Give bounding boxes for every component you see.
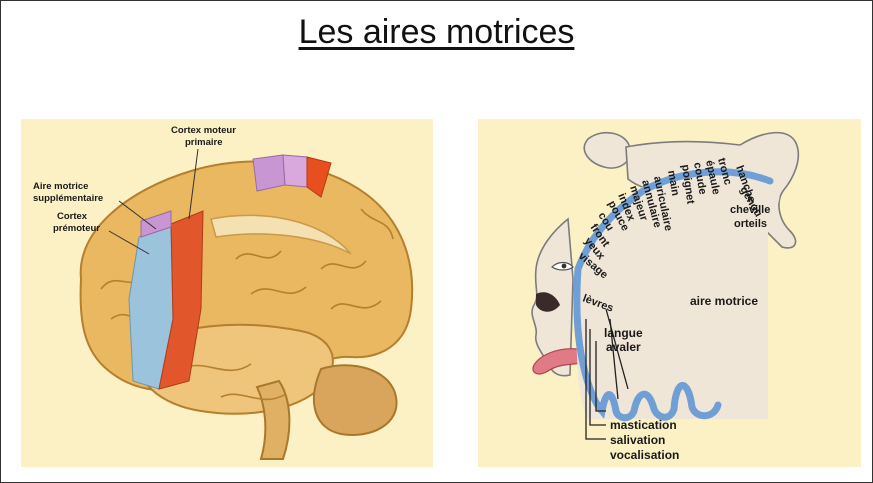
- brain-illustration: Cortex moteur primaire Aire motrice supp…: [21, 119, 433, 467]
- function-mastication: mastication: [610, 418, 677, 432]
- brain-stem: [257, 381, 289, 459]
- label-orteils: orteils: [734, 218, 767, 230]
- region-label: aire motrice: [690, 294, 758, 308]
- homunculus-svg: hanche tronc épaule coude poignet main g…: [478, 119, 861, 467]
- sma-label-1: Aire motrice: [33, 181, 88, 192]
- tongue-label-1: langue: [604, 326, 643, 340]
- supplementary-motor-area-top: [253, 155, 285, 191]
- brain-svg: Cortex moteur primaire Aire motrice supp…: [21, 119, 433, 467]
- homunculus-diagram: hanche tronc épaule coude poignet main g…: [478, 119, 861, 467]
- premotor-label-2: prémoteur: [53, 223, 100, 234]
- label-cheville: cheville: [730, 204, 770, 216]
- supplementary-motor-area-top-2: [283, 155, 307, 187]
- cerebellum: [314, 365, 397, 435]
- premotor-label-1: Cortex: [57, 211, 88, 222]
- slide-title: Les aires motrices: [1, 13, 872, 52]
- primary-motor-label-2: primaire: [185, 137, 223, 148]
- sma-label-2: supplémentaire: [33, 193, 103, 204]
- primary-motor-label-1: Cortex moteur: [171, 125, 236, 136]
- function-vocalisation: vocalisation: [610, 448, 679, 462]
- tongue-label-2: avaler: [606, 340, 641, 354]
- function-salivation: salivation: [610, 433, 665, 447]
- function-labels: mastication salivation vocalisation: [610, 418, 679, 462]
- homunculus-pupil: [562, 264, 567, 269]
- slide-title-text: Les aires motrices: [299, 13, 575, 51]
